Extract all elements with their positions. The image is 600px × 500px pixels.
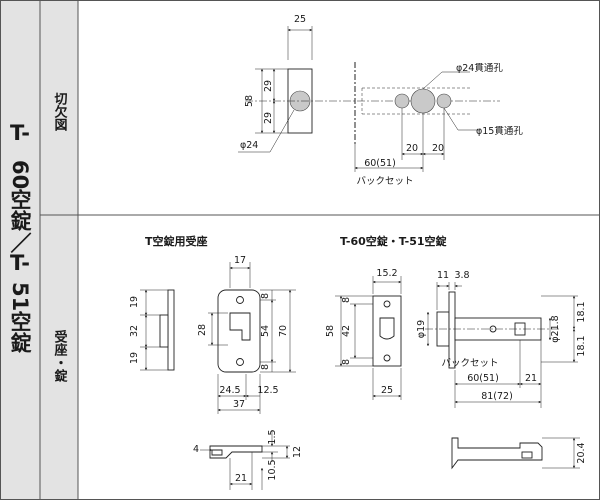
lock-dim-42: 42 <box>341 325 352 337</box>
cutout-dim-20-right: 20 <box>432 143 444 154</box>
model-title-line-3: ／ <box>8 231 32 253</box>
cutout-diagram: 25 58 29 29 φ24 φ24貫通孔 φ15貫通孔 20 20 <box>238 14 523 187</box>
through-hole-24 <box>410 88 436 114</box>
cutout-phi15-hole: φ15貫通孔 <box>476 126 523 137</box>
section-label-column <box>40 0 78 500</box>
lock-body-diagram: T-60空錠・T-51空錠 15.2 58 8 42 8 25 <box>325 234 587 470</box>
lock-dim-25: 25 <box>381 385 393 396</box>
lock-dim-81-72: 81(72) <box>481 391 513 402</box>
lock-dim-3-8: 3.8 <box>454 270 469 281</box>
model-title-line-2: 60空錠 <box>8 160 32 233</box>
lock-latch <box>379 317 395 340</box>
strike-dim-70: 70 <box>278 325 289 337</box>
strike-dim-19-top: 19 <box>129 296 140 308</box>
lock-dim-18-1-bottom: 18.1 <box>576 335 587 356</box>
lock-bottom-profile <box>451 437 543 470</box>
lock-title: T-60空錠・T-51空錠 <box>340 234 448 248</box>
cutout-phi24-hole: φ24貫通孔 <box>456 63 503 74</box>
strike-dim-37: 37 <box>233 399 245 410</box>
section-label-cutout: 切欠図 <box>52 92 68 132</box>
cutout-dim-58: 58 <box>244 95 255 107</box>
strike-title: T空錠用受座 <box>145 234 208 248</box>
through-hole-15-left <box>394 93 410 109</box>
model-title-line-1: T- <box>10 121 30 145</box>
through-hole-15-right <box>436 93 452 109</box>
strike-dim-12-5: 12.5 <box>257 385 278 396</box>
model-title-line-5: 51空錠 <box>8 282 32 355</box>
strike-screw-bottom <box>236 358 244 366</box>
strike-dim-24-5: 24.5 <box>219 385 240 396</box>
cutout-dim-20-left: 20 <box>406 143 418 154</box>
lock-dim-11: 11 <box>437 270 449 281</box>
lock-dim-phi21-8: φ21.8 <box>550 315 561 342</box>
strike-dim-1-5: 1.5 <box>267 429 278 444</box>
strike-dim-21: 21 <box>235 473 247 484</box>
strike-dim-28: 28 <box>197 324 208 336</box>
strike-dim-10-5: 10.5 <box>267 459 278 480</box>
lock-dim-60-51: 60(51) <box>467 373 499 384</box>
strike-dim-32: 32 <box>129 325 140 337</box>
cutout-dim-29-top: 29 <box>263 80 274 92</box>
cutout-dim-25: 25 <box>294 14 306 25</box>
strike-dim-8-bottom: 8 <box>260 364 271 370</box>
strike-dim-4: 4 <box>193 444 199 455</box>
strike-dim-54: 54 <box>260 325 271 337</box>
section-label-strike-lock: 受座・錠 <box>52 329 69 383</box>
lock-side-faceplate <box>448 291 456 369</box>
cutout-backset-label: バックセット <box>356 176 413 187</box>
model-title-column <box>0 0 40 500</box>
cutout-dim-29-bottom: 29 <box>263 112 274 124</box>
lock-dim-8-bottom: 8 <box>341 359 352 365</box>
lock-dim-20-4: 20.4 <box>576 442 587 463</box>
strike-dim-12: 12 <box>292 446 303 458</box>
cutout-dim-60-51: 60(51) <box>364 158 396 169</box>
strike-front-plate <box>217 289 261 373</box>
strike-plate-diagram: T空錠用受座 19 32 19 17 28 <box>129 234 303 490</box>
strike-dim-19-bottom: 19 <box>129 352 140 364</box>
strike-latch-opening <box>229 312 251 341</box>
lock-dim-58: 58 <box>325 325 336 337</box>
strike-dim-8-top: 8 <box>260 293 271 299</box>
lock-dim-21: 21 <box>525 373 537 384</box>
lock-backset-label: バックセット <box>441 358 498 369</box>
strike-side-profile <box>167 289 175 371</box>
model-title-line-4: T- <box>10 251 30 275</box>
lock-dim-18-1-top: 18.1 <box>576 301 587 322</box>
cutout-phi24: φ24 <box>240 140 258 151</box>
lock-dim-8-top: 8 <box>341 297 352 303</box>
strike-dim-17: 17 <box>234 255 246 266</box>
strike-screw-top <box>236 296 244 304</box>
lock-dim-phi19: φ19 <box>416 320 427 338</box>
lock-dim-15-2: 15.2 <box>376 268 397 279</box>
